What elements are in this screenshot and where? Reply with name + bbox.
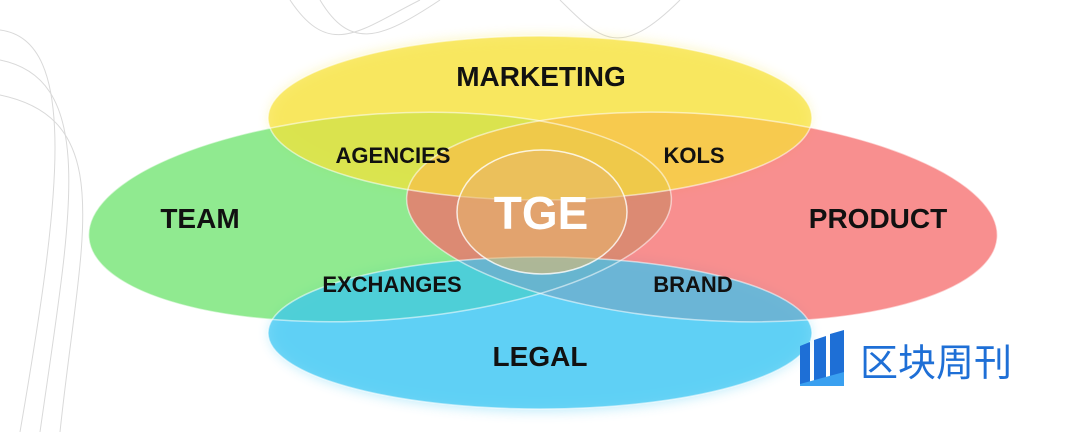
kols-label: KOLS bbox=[663, 143, 724, 168]
exchanges-label: EXCHANGES bbox=[322, 272, 461, 297]
ellipse-outlines bbox=[87, 35, 999, 410]
watermark: 区块周刊 bbox=[800, 330, 1012, 386]
brand-label: BRAND bbox=[653, 272, 732, 297]
agencies-label: AGENCIES bbox=[336, 143, 451, 168]
marketing-label: MARKETING bbox=[456, 61, 626, 92]
product-label: PRODUCT bbox=[809, 203, 947, 234]
legal-ellipse bbox=[268, 257, 812, 409]
background-swoosh-lines bbox=[0, 0, 681, 433]
watermark-logo-icon bbox=[800, 330, 844, 386]
team-label: TEAM bbox=[160, 203, 239, 234]
tge-center-label: TGE bbox=[494, 187, 589, 239]
center-ellipse bbox=[456, 149, 628, 275]
watermark-text: 区块周刊 bbox=[860, 341, 1012, 385]
marketing-ellipse bbox=[268, 36, 812, 200]
legal-label: LEGAL bbox=[493, 341, 588, 372]
